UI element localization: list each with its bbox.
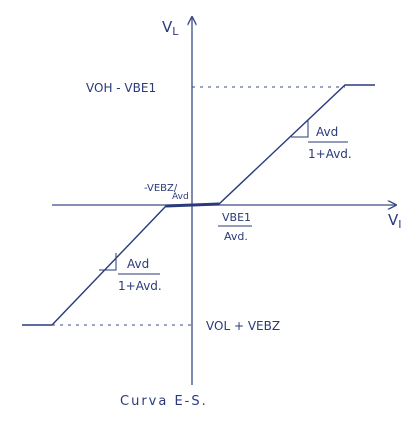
dead-zone-segment <box>165 202 220 208</box>
upper-slope-mark <box>291 120 309 138</box>
positive-threshold-num: VBE1 <box>222 211 251 224</box>
lower-slope-mark <box>99 253 117 271</box>
voh-label: VOH - VBE1 <box>86 81 156 95</box>
negative-threshold-den: Avd <box>172 192 189 202</box>
x-axis-label: VI <box>388 211 402 231</box>
negative-threshold-label: -VEBZ/ <box>144 183 178 194</box>
lower-slope-den: 1+Avd. <box>118 279 162 293</box>
vol-label: VOL + VEBZ <box>206 319 280 333</box>
upper-slope-num: Avd <box>316 125 338 139</box>
positive-threshold-den: Avd. <box>224 230 248 243</box>
y-axis-label: VL <box>162 18 179 38</box>
caption: Curva E-S. <box>120 394 208 409</box>
upper-slope-den: 1+Avd. <box>308 147 352 161</box>
lower-slope-num: Avd <box>127 257 149 271</box>
